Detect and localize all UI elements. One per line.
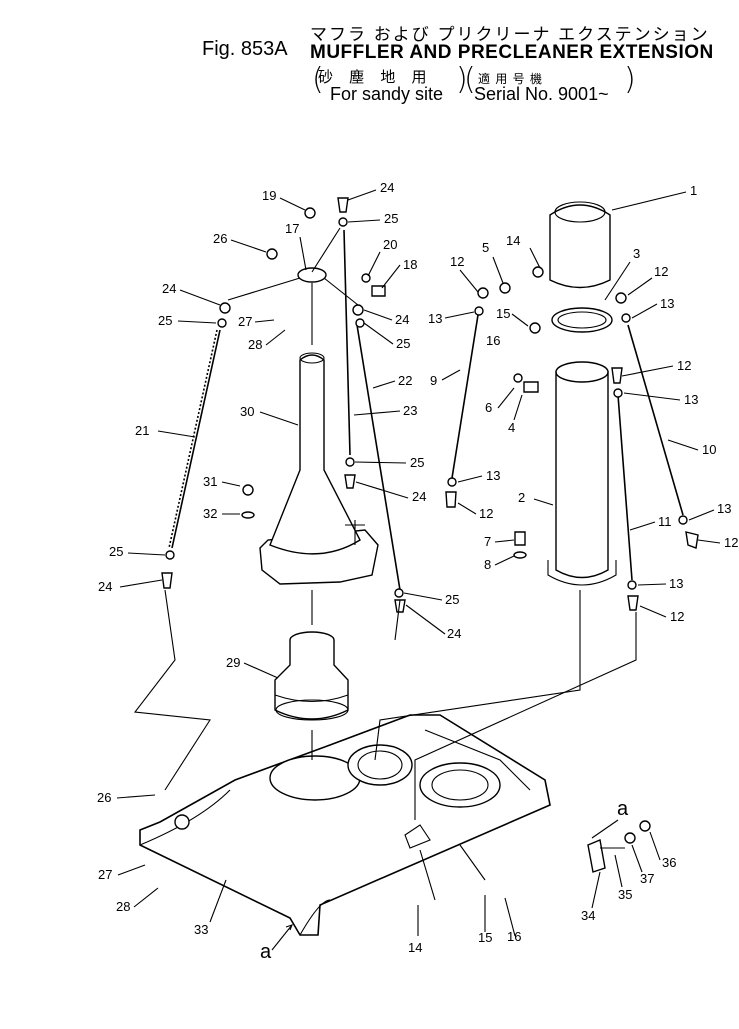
callout-19: 19 bbox=[262, 188, 276, 203]
callout-33: 33 bbox=[194, 922, 208, 937]
callout-37: 37 bbox=[640, 871, 654, 886]
callout-13c: 13 bbox=[684, 392, 698, 407]
callout-2: 2 bbox=[518, 490, 525, 505]
callout-12c: 12 bbox=[677, 358, 691, 373]
callout-5: 5 bbox=[482, 240, 489, 255]
clamp-and-rods-left bbox=[161, 197, 406, 613]
precleaner-assembly-drawing bbox=[547, 201, 617, 586]
callout-36: 36 bbox=[662, 855, 676, 870]
callout-28a: 28 bbox=[248, 337, 262, 352]
callout-12a: 12 bbox=[450, 254, 464, 269]
callout-12d: 12 bbox=[479, 506, 493, 521]
callout-13d: 13 bbox=[486, 468, 500, 483]
callout-26b: 26 bbox=[97, 790, 111, 805]
note-right-english: Serial No. 9001~ bbox=[474, 84, 609, 104]
paren-open-right: ( bbox=[464, 62, 476, 97]
callout-leaders bbox=[116, 189, 721, 951]
callout-22: 22 bbox=[398, 373, 412, 388]
callout-34: 34 bbox=[581, 908, 595, 923]
callout-25b: 25 bbox=[158, 313, 172, 328]
note-left-japanese: 砂 塵 地 用 bbox=[318, 69, 433, 86]
callout-24a: 24 bbox=[380, 180, 394, 195]
callout-11: 11 bbox=[658, 514, 672, 529]
callout-14b: 14 bbox=[408, 940, 422, 955]
callout-18: 18 bbox=[403, 257, 417, 272]
title-japanese: マフラ および プリクリーナ エクステンション bbox=[310, 25, 710, 44]
callout-12e: 12 bbox=[724, 535, 738, 550]
callout-1: 1 bbox=[690, 183, 697, 198]
engine-hood-drawing bbox=[139, 714, 551, 936]
callout-7: 7 bbox=[484, 534, 491, 549]
bracket-subassembly-drawing bbox=[587, 819, 651, 873]
callout-25d: 25 bbox=[410, 455, 424, 470]
callout-13b: 13 bbox=[660, 296, 674, 311]
callout-9: 9 bbox=[430, 373, 437, 388]
figure-number: Fig. 853A bbox=[202, 38, 288, 60]
note-left-english: For sandy site bbox=[330, 84, 444, 104]
callout-16a: 16 bbox=[486, 333, 500, 348]
callout-27b: 27 bbox=[98, 867, 112, 882]
muffler-extension-drawing bbox=[259, 352, 379, 585]
callout-15b: 15 bbox=[478, 930, 492, 945]
callout-13e: 13 bbox=[717, 501, 731, 516]
callout-4: 4 bbox=[508, 420, 515, 435]
precleaner-body-drawing bbox=[274, 631, 349, 721]
callout-a-bracket: a bbox=[617, 798, 629, 820]
clamp-and-rods-right bbox=[445, 266, 699, 611]
paren-close-right: ) bbox=[624, 62, 636, 97]
callout-25a: 25 bbox=[384, 211, 398, 226]
callout-31: 31 bbox=[203, 474, 217, 489]
callout-20: 20 bbox=[383, 237, 397, 252]
callout-35: 35 bbox=[618, 887, 632, 902]
callout-10: 10 bbox=[702, 442, 716, 457]
callout-12f: 12 bbox=[670, 609, 684, 624]
callout-27a: 27 bbox=[238, 314, 252, 329]
callout-labels: 1 2 3 4 5 6 7 8 9 10 11 12 12 12 12 12 1… bbox=[97, 180, 738, 963]
callout-17: 17 bbox=[285, 221, 299, 236]
callout-13f: 13 bbox=[669, 576, 683, 591]
assembly-lines bbox=[133, 589, 637, 901]
callout-25e: 25 bbox=[109, 544, 123, 559]
paren-open-left: ( bbox=[312, 62, 324, 97]
callout-14a: 14 bbox=[506, 233, 520, 248]
paren-close-left: ) bbox=[456, 62, 468, 97]
callout-25f: 25 bbox=[445, 592, 459, 607]
callout-23: 23 bbox=[403, 403, 417, 418]
callout-24f: 24 bbox=[447, 626, 461, 641]
callout-24c: 24 bbox=[395, 312, 409, 327]
callout-13a: 13 bbox=[428, 311, 442, 326]
callout-15a: 15 bbox=[496, 306, 510, 321]
callout-26a: 26 bbox=[213, 231, 227, 246]
callout-6: 6 bbox=[485, 400, 492, 415]
callout-21: 21 bbox=[135, 423, 149, 438]
callout-30: 30 bbox=[240, 404, 254, 419]
callout-a-hood: a bbox=[260, 941, 272, 963]
callout-24b: 24 bbox=[162, 281, 176, 296]
note-right-japanese: 適 用 号 機 bbox=[478, 72, 544, 86]
callout-28b: 28 bbox=[116, 899, 130, 914]
callout-8: 8 bbox=[484, 557, 491, 572]
title-english: MUFFLER AND PRECLEANER EXTENSION bbox=[310, 42, 714, 63]
callout-12b: 12 bbox=[654, 264, 668, 279]
callout-24e: 24 bbox=[98, 579, 112, 594]
callout-3: 3 bbox=[633, 246, 640, 261]
callout-32: 32 bbox=[203, 506, 217, 521]
callout-24d: 24 bbox=[412, 489, 426, 504]
callout-29: 29 bbox=[226, 655, 240, 670]
callout-16b: 16 bbox=[507, 929, 521, 944]
callout-25c: 25 bbox=[396, 336, 410, 351]
